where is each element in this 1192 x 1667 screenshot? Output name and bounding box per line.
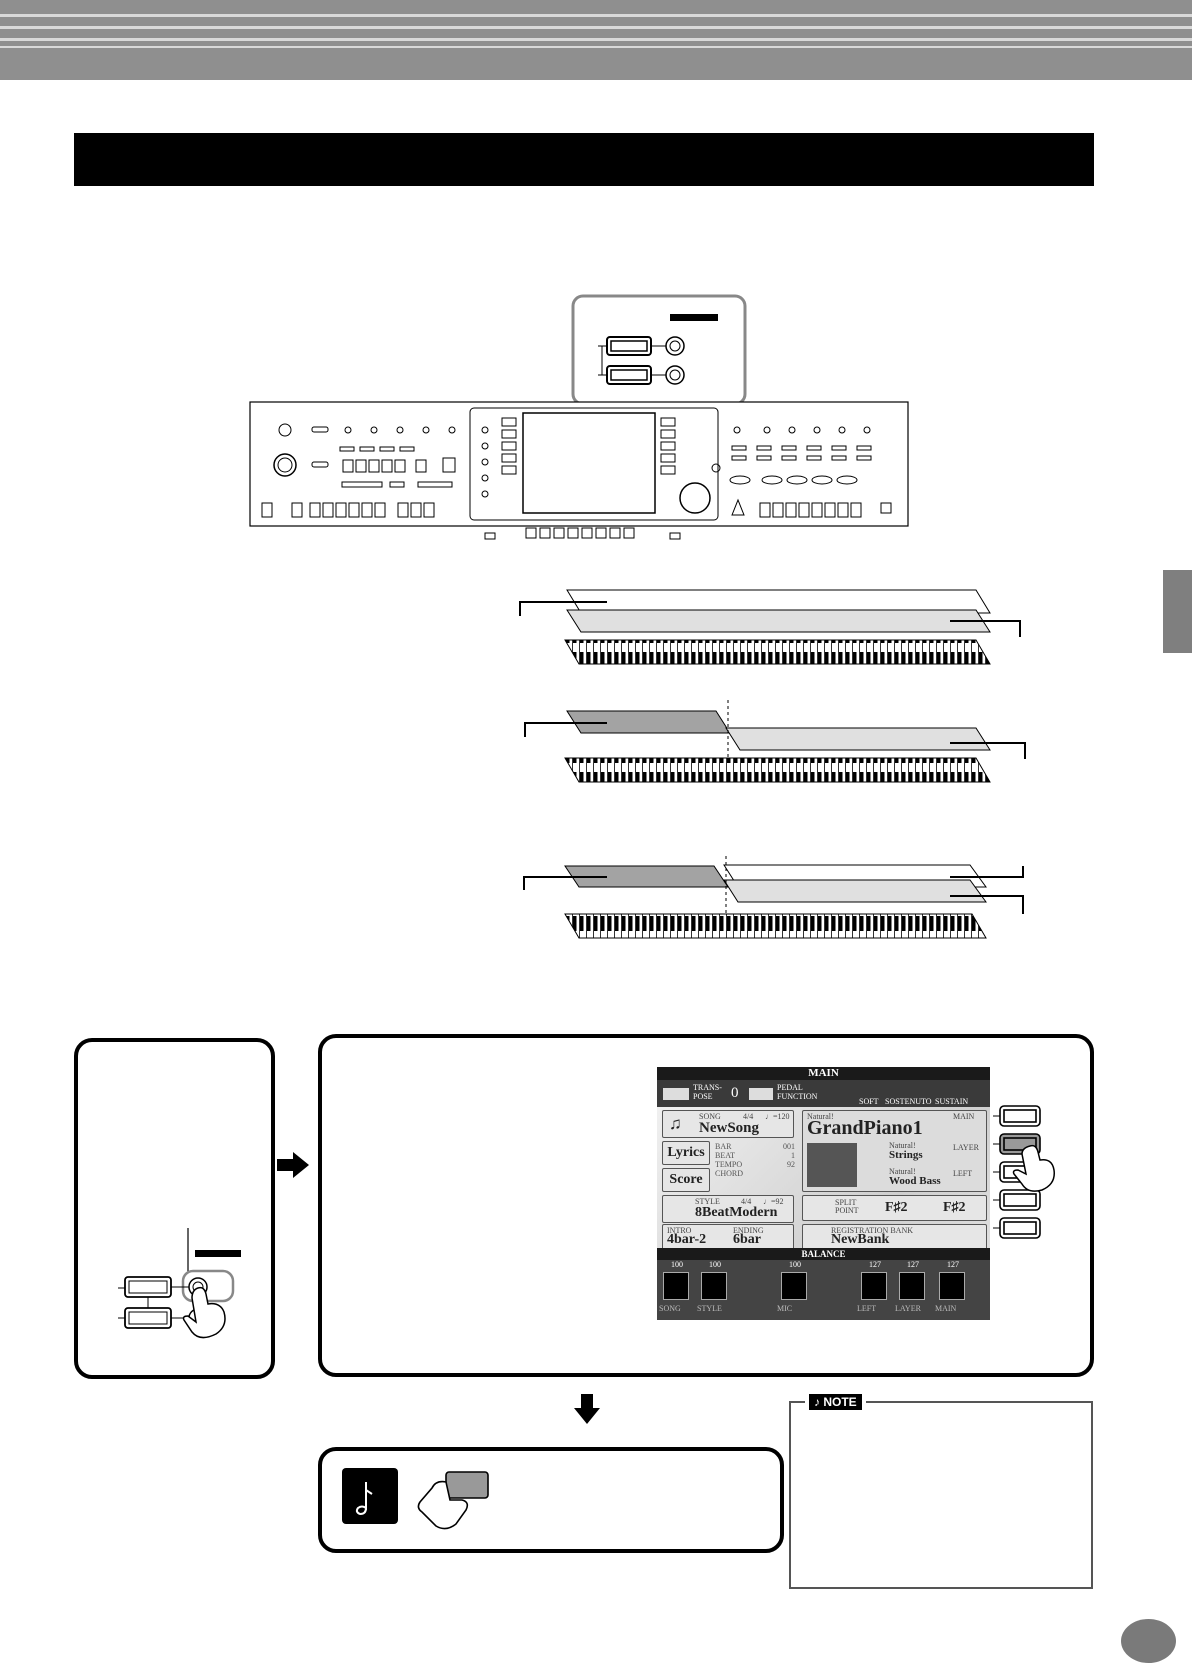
header-stripe (0, 38, 1192, 41)
balance-slider (939, 1272, 965, 1300)
registration-bank-field: REGISTRATION BANK NewBank (802, 1224, 987, 1250)
pointing-hand-icon (417, 1480, 469, 1530)
transpose-label: TRANS- POSE (693, 1083, 722, 1101)
voice-field: Natural! MAIN GrandPiano1 Natural! LAYER… (802, 1110, 987, 1192)
score-button: Score (662, 1168, 710, 1192)
display-status-bar: TRANS- POSE 0 PEDAL FUNCTION SOFT SOSTEN… (657, 1080, 990, 1108)
intro-value: 4bar-2 (667, 1232, 707, 1247)
balance-label: MAIN (935, 1304, 957, 1313)
balance-title: BALANCE (657, 1248, 990, 1260)
beat-value: 1 (791, 1151, 795, 1160)
panel-illustration (249, 294, 909, 540)
balance-label: STYLE (697, 1304, 722, 1313)
step-1-panel (74, 1038, 275, 1379)
tempo-value: 92 (787, 1160, 795, 1169)
beat-label: BEAT (715, 1151, 735, 1160)
balance-slider (861, 1272, 887, 1300)
style-tempo: ♩=92 (763, 1197, 784, 1206)
split-point-b: F♯2 (943, 1200, 966, 1215)
registration-value: NewBank (831, 1232, 890, 1247)
bar-value: 001 (783, 1142, 795, 1151)
main-side-label: MAIN (953, 1112, 975, 1121)
ending-value: 6bar (733, 1232, 761, 1247)
split-point-a: F♯2 (885, 1200, 908, 1215)
balance-slider (781, 1272, 807, 1300)
transpose-value: 0 (731, 1085, 739, 1101)
balance-value: 100 (709, 1260, 721, 1269)
balance-label: LEFT (857, 1304, 877, 1313)
song-label: SONG (699, 1112, 721, 1121)
song-meter: 4/4 (743, 1112, 754, 1121)
pedal-label: PEDAL FUNCTION (777, 1083, 818, 1101)
balance-value: 127 (869, 1260, 881, 1269)
header-stripe (0, 46, 1192, 48)
layer-voice-tag: Natural! (889, 1141, 916, 1150)
header-stripe (0, 26, 1192, 29)
note-label-text: NOTE (823, 1395, 857, 1409)
pedal-soft: SOFT (859, 1097, 879, 1106)
registration-label: REGISTRATION BANK (831, 1226, 913, 1235)
chord-label: CHORD (715, 1169, 744, 1178)
main-voice-name: GrandPiano1 (807, 1117, 923, 1139)
page-header-band (0, 0, 1192, 80)
layer-voice-name: Strings (889, 1149, 923, 1161)
balance-value: 127 (907, 1260, 919, 1269)
arrow-right-icon (277, 1152, 309, 1178)
style-label: STYLE (695, 1197, 720, 1206)
pedal-sostenuto: SOSTENUTO (885, 1097, 932, 1106)
piano-image (807, 1143, 857, 1187)
song-name: NewSong (699, 1120, 760, 1136)
pointing-hand-icon (1012, 1144, 1055, 1192)
style-meter: 4/4 (741, 1197, 752, 1206)
ending-label: ENDING (733, 1226, 764, 1235)
arrow-down-icon (574, 1394, 600, 1424)
balance-value: 127 (947, 1260, 959, 1269)
exit-button-illustration (342, 1468, 489, 1530)
voice-parts-diagram (519, 589, 1026, 939)
song-tempo: ♩=120 (765, 1112, 790, 1121)
chapter-tab (1163, 570, 1192, 653)
music-note-icon (342, 1468, 398, 1524)
note-tag: ♪ NOTE (805, 1393, 866, 1411)
balance-label: SONG (659, 1304, 681, 1313)
page-number-badge (1121, 1619, 1176, 1663)
main-voice-tag: Natural! (807, 1112, 834, 1121)
note-box (789, 1401, 1093, 1589)
balance-label: LAYER (895, 1304, 921, 1313)
left-side-label: LEFT (953, 1169, 973, 1178)
tempo-label: TEMPO (715, 1160, 743, 1169)
song-field: SONG 4/4 ♩=120 NewSong ♫ (662, 1110, 794, 1138)
song-position-info: BAR 001 BEAT 1 TEMPO 92 CHORD (715, 1142, 795, 1192)
balance-slider (899, 1272, 925, 1300)
left-voice-tag: Natural! (889, 1167, 916, 1176)
display-title: MAIN (657, 1067, 990, 1080)
style-name: 8BeatModern (695, 1205, 778, 1220)
intro-label: INTRO (667, 1226, 692, 1235)
split-point-field: SPLIT POINT F♯2 F♯2 (802, 1195, 987, 1221)
lyrics-button: Lyrics (662, 1141, 710, 1165)
pointing-hand-icon (182, 1286, 226, 1339)
split-point-label: SPLIT POINT (835, 1198, 859, 1215)
balance-slider (701, 1272, 727, 1300)
display-side-buttons (993, 1105, 1055, 1239)
main-display-screen: MAIN TRANS- POSE 0 PEDAL FUNCTION SOFT S… (657, 1067, 990, 1320)
balance-label: MIC (777, 1304, 793, 1313)
layer-side-label: LAYER (953, 1143, 979, 1152)
bar-label: BAR (715, 1142, 732, 1151)
note-label: ♪ NOTE (809, 1394, 862, 1410)
pedal-icon (749, 1088, 773, 1100)
balance-value: 100 (671, 1260, 683, 1269)
section-title-bar (74, 133, 1094, 186)
left-voice-name: Wood Bass (889, 1175, 941, 1187)
balance-value: 100 (789, 1260, 801, 1269)
music-note-icon: ♫ (669, 1114, 682, 1133)
style-field: STYLE 4/4 ♩=92 8BeatModern (662, 1195, 794, 1223)
pedal-sustain: SUSTAIN (935, 1097, 969, 1106)
header-stripe (0, 14, 1192, 17)
balance-slider (663, 1272, 689, 1300)
keyboard-icon (663, 1088, 689, 1100)
part-on-off-buttons (118, 1228, 241, 1339)
intro-ending-field: INTRO 4bar-2 ENDING 6bar (662, 1224, 794, 1250)
